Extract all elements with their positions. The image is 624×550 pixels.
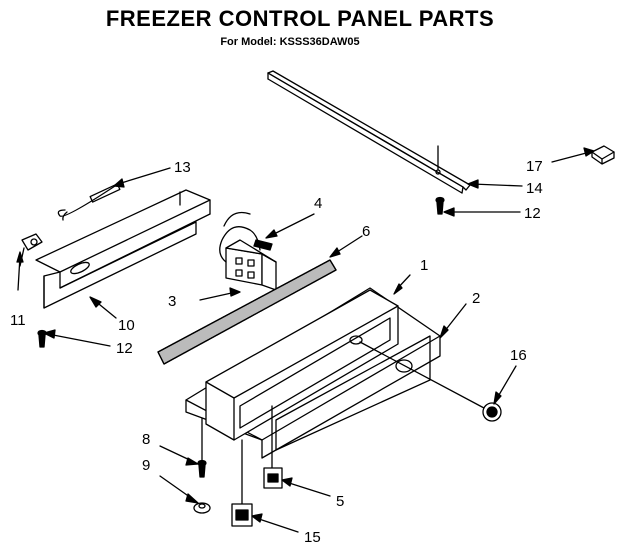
callout-3: 3 [168, 293, 176, 310]
part-10-channel [35, 189, 211, 309]
part-15-connector [231, 439, 253, 527]
part-14-bracket [267, 70, 471, 194]
part-1-panel [205, 289, 399, 441]
leader-lines [16, 147, 595, 533]
callout-13: 13 [174, 159, 191, 176]
callout-9: 9 [142, 457, 150, 474]
callout-4: 4 [314, 195, 322, 212]
callout-2: 2 [472, 290, 480, 307]
callout-10: 10 [118, 317, 135, 334]
diagram-title: FREEZER CONTROL PANEL PARTS [105, 6, 495, 31]
part-9-nut [193, 502, 211, 514]
callout-1: 1 [420, 257, 428, 274]
callout-5: 5 [336, 493, 344, 510]
callout-15: 15 [304, 529, 321, 546]
part-12-screw-right [435, 196, 445, 215]
callout-12-left: 12 [116, 340, 133, 357]
part-3-control [219, 211, 277, 291]
model-subtitle: For Model: KSSS36DAW05 [220, 36, 360, 48]
callout-11: 11 [10, 312, 26, 329]
part-5-connector [263, 405, 283, 489]
part-8-screw [197, 417, 207, 478]
callout-6: 6 [362, 223, 370, 240]
callout-16: 16 [510, 347, 527, 364]
part-16-knob [359, 341, 502, 422]
part-11-clip [19, 233, 43, 267]
part-17-clip [591, 145, 615, 165]
part-4-screw [253, 239, 273, 251]
part-13-capillary [57, 183, 121, 221]
callout-17: 17 [526, 158, 543, 175]
callout-14: 14 [526, 180, 543, 197]
callout-8: 8 [142, 431, 150, 448]
part-6-gasket [157, 259, 337, 365]
callout-12-right: 12 [524, 205, 541, 222]
